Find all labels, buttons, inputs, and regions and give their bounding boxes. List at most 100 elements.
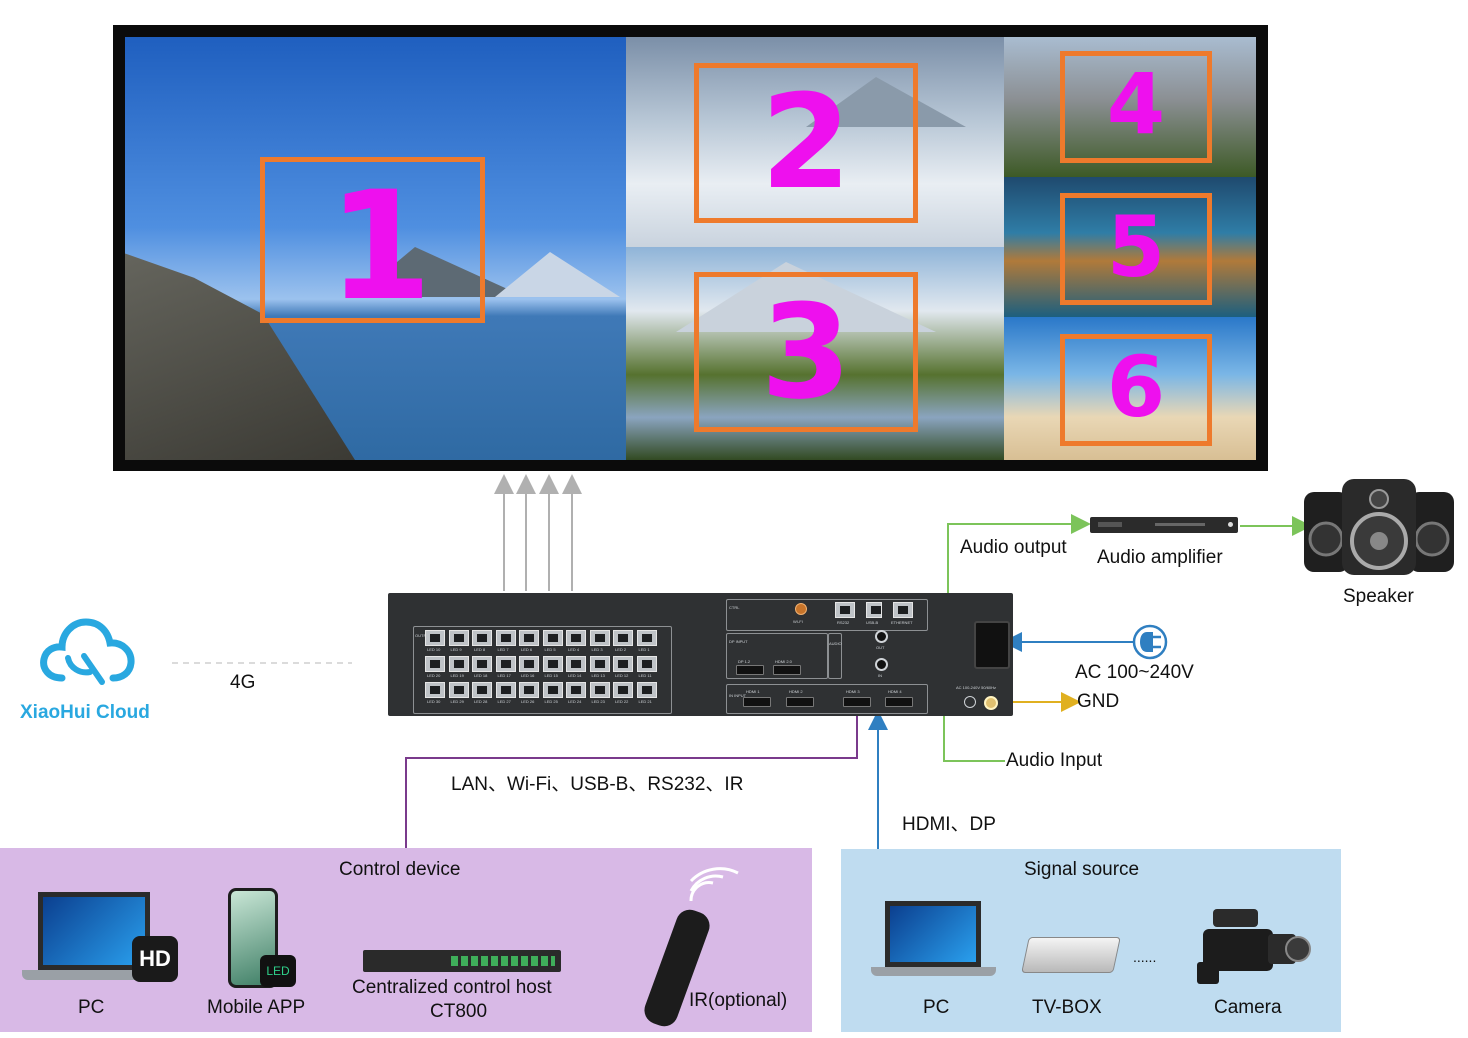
led-output-port[interactable] xyxy=(448,682,469,698)
led-output-port-label: LED 14 xyxy=(568,673,582,678)
led-output-port-label: LED 1 xyxy=(638,647,650,652)
source-pc-laptop-icon xyxy=(885,901,981,967)
led-output-port[interactable] xyxy=(495,682,516,698)
ir-label: IR(optional) xyxy=(689,990,788,1011)
tv-box-icon xyxy=(1021,937,1121,973)
led-output-port-label: LED 3 xyxy=(591,647,603,652)
led-output-port-label: LED 25 xyxy=(544,699,558,704)
power-socket[interactable] xyxy=(974,621,1010,669)
led-output-port[interactable] xyxy=(613,656,633,672)
led-output-port[interactable] xyxy=(589,682,610,698)
power-label: AC 100-240V 50/60Hz xyxy=(956,685,997,690)
led-output-port-label: LED 24 xyxy=(568,699,582,704)
led-output-port[interactable] xyxy=(495,630,516,646)
hdmi2-port[interactable] xyxy=(786,697,814,707)
led-output-port[interactable] xyxy=(566,682,586,698)
led-output-port-label: LED 16 xyxy=(521,673,535,678)
window-frame-3 xyxy=(694,272,918,432)
hdmi4-label: HDMI 4 xyxy=(888,689,902,694)
led-output-port-label: LED 4 xyxy=(568,647,580,652)
hdmi2-label: HDMI 2 xyxy=(789,689,803,694)
usb-b-port-label: USB-B xyxy=(866,620,879,625)
led-output-port[interactable] xyxy=(425,630,445,646)
led-output-port[interactable] xyxy=(636,682,657,698)
control-connections-label: LAN、Wi-Fi、USB-B、RS232、IR xyxy=(451,774,744,795)
led-output-port[interactable] xyxy=(542,682,563,698)
led-output-port[interactable] xyxy=(542,656,563,672)
led-output-port-label: LED 27 xyxy=(497,699,511,704)
ground-terminal[interactable] xyxy=(984,696,998,710)
led-output-port[interactable] xyxy=(636,630,657,646)
led-output-port[interactable] xyxy=(425,682,445,698)
led-output-port-label: LED 22 xyxy=(615,699,629,704)
led-output-port[interactable] xyxy=(448,630,469,646)
ir-signal-waves-icon xyxy=(689,867,739,902)
hdmi4-port[interactable] xyxy=(885,697,913,707)
led-output-port[interactable] xyxy=(566,656,586,672)
led-output-port-label: LED 9 xyxy=(450,647,462,652)
camera-label: Camera xyxy=(1214,997,1282,1018)
hdmi-input-label: IN INPUT xyxy=(729,693,747,698)
led-output-port[interactable] xyxy=(613,630,633,646)
hdmi3-label: HDMI 3 xyxy=(846,689,860,694)
led-output-port[interactable] xyxy=(448,656,469,672)
dp-input-port[interactable] xyxy=(736,665,764,675)
hdmi1-label: HDMI 1 xyxy=(746,689,760,694)
led-output-port-label: LED 8 xyxy=(474,647,486,652)
hdmi1-port[interactable] xyxy=(743,697,771,707)
audio-in-jack[interactable] xyxy=(875,658,888,671)
led-output-port[interactable] xyxy=(542,630,563,646)
ethernet-port[interactable] xyxy=(893,602,913,618)
audio-input-label: Audio Input xyxy=(1006,750,1103,771)
led-output-port[interactable] xyxy=(495,656,516,672)
control-mobile-label: Mobile APP xyxy=(207,997,306,1018)
ct800-label-line2: CT800 xyxy=(430,1001,488,1022)
audio-output-label: Audio output xyxy=(960,537,1067,558)
led-output-port[interactable] xyxy=(425,656,445,672)
usb-b-port[interactable] xyxy=(866,602,882,618)
led-video-wall: 1 2 3 4 5 6 xyxy=(113,25,1268,471)
cloud-logo-icon xyxy=(40,618,135,685)
hd-app-badge: HD xyxy=(132,936,178,982)
rs232-port-label: RS232 xyxy=(837,620,850,625)
camera-icon xyxy=(1197,909,1311,984)
led-output-port[interactable] xyxy=(519,630,539,646)
hdmi20-input-port[interactable] xyxy=(773,665,801,675)
led-output-port[interactable] xyxy=(472,656,492,672)
led-output-port-label: LED 20 xyxy=(427,673,441,678)
led-output-port[interactable] xyxy=(636,656,657,672)
led-output-port[interactable] xyxy=(472,682,492,698)
rs232-port[interactable] xyxy=(835,602,855,618)
hdmi20-port-label: HDMI 2.0 xyxy=(775,659,792,664)
4g-label: 4G xyxy=(230,672,256,693)
led-badge-text: LED xyxy=(266,964,290,978)
led-output-port-label: LED 7 xyxy=(497,647,509,652)
source-pc-label: PC xyxy=(923,997,950,1018)
led-output-port[interactable] xyxy=(519,656,539,672)
output-arrows xyxy=(494,474,582,591)
hdmi3-port[interactable] xyxy=(843,697,871,707)
audio-out-label: OUT xyxy=(876,645,885,650)
led-output-port-label: LED 12 xyxy=(615,673,629,678)
led-output-port[interactable] xyxy=(472,630,492,646)
led-output-port-label: LED 2 xyxy=(615,647,627,652)
led-output-port[interactable] xyxy=(589,656,610,672)
audio-out-jack[interactable] xyxy=(875,630,888,643)
led-output-port[interactable] xyxy=(613,682,633,698)
led-output-port[interactable] xyxy=(589,630,610,646)
led-output-port-label: LED 13 xyxy=(591,673,605,678)
led-output-port[interactable] xyxy=(566,630,586,646)
window-number-4: 4 xyxy=(1106,55,1166,153)
audio-in-label: IN xyxy=(878,673,882,678)
led-output-port[interactable] xyxy=(519,682,539,698)
ethernet-port-label: ETHERNET xyxy=(891,620,913,625)
led-output-port-label: LED 5 xyxy=(544,647,556,652)
speaker-label: Speaker xyxy=(1343,586,1414,607)
led-output-port-label: LED 26 xyxy=(521,699,535,704)
led-output-port-label: LED 6 xyxy=(521,647,533,652)
led-output-port-label: LED 30 xyxy=(427,699,441,704)
audio-group xyxy=(828,633,842,679)
wifi-antenna-port[interactable] xyxy=(795,603,807,615)
window-number-1: 1 xyxy=(327,160,433,334)
